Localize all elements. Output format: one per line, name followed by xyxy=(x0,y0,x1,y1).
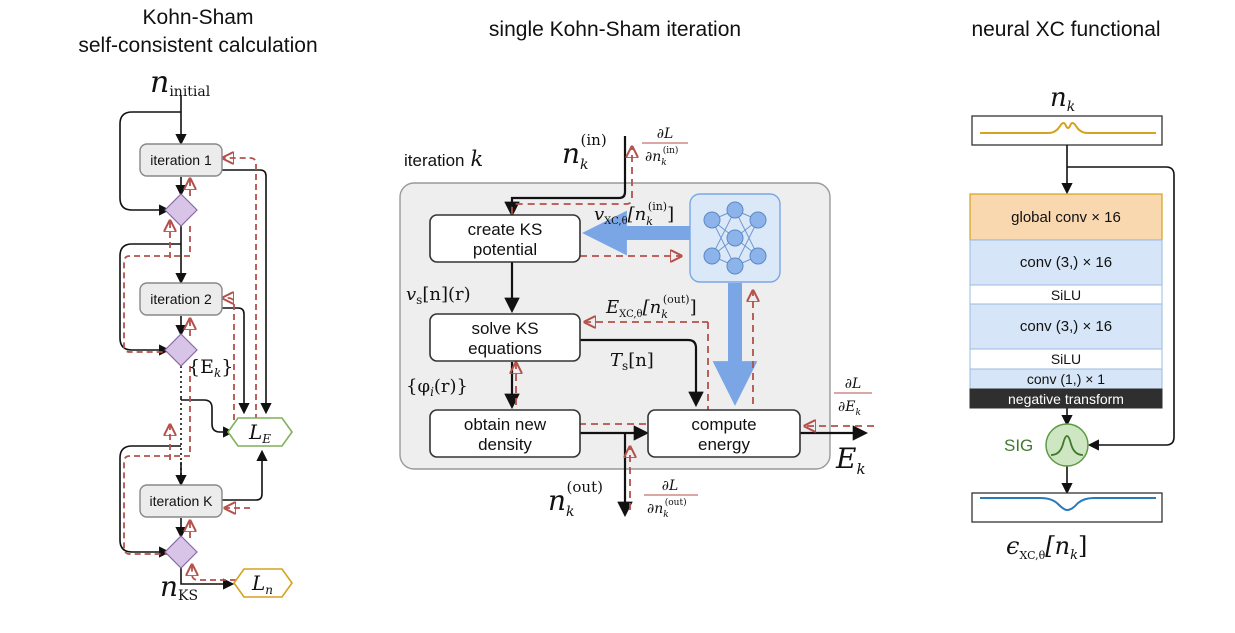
epsilon-label: ϵXC,θ[nk] xyxy=(1006,532,1087,563)
create-ks-line2: potential xyxy=(473,240,537,259)
iteration-2-box xyxy=(139,282,223,316)
svg-text:∂Ek: ∂Ek xyxy=(838,399,861,418)
iteration-K-label: iteration K xyxy=(149,493,213,509)
grad-dL-dEk: ∂L ∂Ek xyxy=(834,376,872,418)
right-title: neural XC functional xyxy=(971,18,1160,41)
arrow-to-Ln xyxy=(180,568,235,590)
layer-negative-transform xyxy=(969,388,1163,409)
layer-conv-2-label: conv (3,) × 16 xyxy=(1020,318,1112,335)
layer-conv-2 xyxy=(969,303,1163,350)
svg-text:∂nk(in): ∂nk(in) xyxy=(645,145,678,168)
create-ks-line1: create KS xyxy=(468,220,543,239)
iteration-1-box xyxy=(139,143,223,177)
svg-text:∂L: ∂L xyxy=(845,376,862,392)
svg-text:∂L: ∂L xyxy=(662,478,679,494)
vxc-label: vXC,θ[nk(in)] xyxy=(594,200,674,228)
neural-network-icon xyxy=(689,193,781,283)
Exc-label: EXC,θ[nk(out)] xyxy=(605,293,697,321)
mix-diamond-K xyxy=(164,535,198,569)
energies-label: {Ek} xyxy=(188,356,233,380)
arrow-bypass-K xyxy=(119,445,181,558)
layer-conv-3-label: conv (1,) × 1 xyxy=(1027,371,1105,387)
input-density-box xyxy=(971,115,1163,146)
arrow-iterK-energy xyxy=(222,449,268,501)
input-density-curve xyxy=(980,122,1156,134)
arrow-density-to-sig xyxy=(1067,166,1175,451)
left-title-line2: self-consistent calculation xyxy=(78,34,317,57)
arrow-iter1-energy xyxy=(222,169,272,415)
mix-diamond-2 xyxy=(164,333,198,367)
arrow-bypass-2 xyxy=(119,243,181,356)
loss-E-label: LE xyxy=(248,420,271,446)
n-initial-label: ninitial xyxy=(150,65,211,100)
sig-node xyxy=(1045,423,1089,467)
layer-global-conv-label: global conv × 16 xyxy=(1011,209,1121,226)
arrow-iter2-energy xyxy=(222,307,250,415)
left-panel: ninitial xyxy=(119,65,293,604)
layer-silu-2-label: SiLU xyxy=(1051,351,1081,367)
right-panel: nk global conv × 16 conv (3,) × 16 SiLU … xyxy=(969,83,1175,563)
energy-line1: compute xyxy=(691,415,756,434)
density-line1: obtain new xyxy=(464,415,547,434)
output-epsilon-curve xyxy=(980,497,1156,512)
layer-silu-1-label: SiLU xyxy=(1051,287,1081,303)
left-gradient-arrows xyxy=(123,158,257,581)
left-title-line1: Kohn-Sham xyxy=(143,6,254,29)
create-ks-potential-box xyxy=(429,214,581,263)
energy-line2: energy xyxy=(698,435,750,454)
layer-stack: global conv × 16 conv (3,) × 16 SiLU con… xyxy=(969,193,1163,409)
layer-negative-transform-label: negative transform xyxy=(1008,391,1124,407)
loss-E-hexagon xyxy=(227,417,293,447)
n-KS-label: nKS xyxy=(160,570,198,604)
iteration-2-label: iteration 2 xyxy=(150,291,212,307)
n-k-in-label: nk(in) xyxy=(562,131,607,173)
loss-n-hexagon xyxy=(233,568,293,598)
solve-ks-line2: equations xyxy=(468,339,542,358)
arrow-solve-to-energy xyxy=(580,338,704,408)
arrow-initial-bypass xyxy=(119,111,181,216)
svg-text:∂nk(out): ∂nk(out) xyxy=(647,497,687,520)
Ts-label: Ts[n] xyxy=(610,350,654,373)
layer-conv-1 xyxy=(969,239,1163,286)
layer-global-conv xyxy=(969,193,1163,241)
sig-gaussian-icon xyxy=(1050,435,1084,456)
layer-conv-1-label: conv (3,) × 16 xyxy=(1020,254,1112,271)
iteration-1-label: iteration 1 xyxy=(150,152,212,168)
grad-dL-dnin: ∂L ∂nk(in) xyxy=(642,126,688,168)
arrow-nin-to-create xyxy=(504,136,627,218)
obtain-new-density-box xyxy=(429,409,581,458)
iteration-K-box xyxy=(139,484,223,518)
phi-label: {φi(r)} xyxy=(406,376,468,399)
compute-energy-box xyxy=(647,409,801,458)
sig-label: SIG xyxy=(1004,436,1033,455)
density-line2: density xyxy=(478,435,532,454)
middle-title: single Kohn-Sham iteration xyxy=(489,18,741,41)
arrow-dots-energy xyxy=(181,399,235,438)
svg-text:∂L: ∂L xyxy=(657,126,674,142)
mix-diamond-1 xyxy=(164,193,198,227)
loss-n-label: Ln xyxy=(251,571,273,597)
vs-label: vs[n](r) xyxy=(406,284,471,307)
right-n-k-label: nk xyxy=(1050,83,1075,115)
n-k-out-label: nk(out) xyxy=(548,478,603,520)
middle-gradient-arrows xyxy=(512,148,874,510)
E-k-label: Ek xyxy=(835,442,866,478)
solve-ks-line1: solve KS xyxy=(471,319,538,338)
solve-ks-equations-box xyxy=(429,313,581,362)
grad-dL-dnout: ∂L ∂nk(out) xyxy=(644,478,698,520)
